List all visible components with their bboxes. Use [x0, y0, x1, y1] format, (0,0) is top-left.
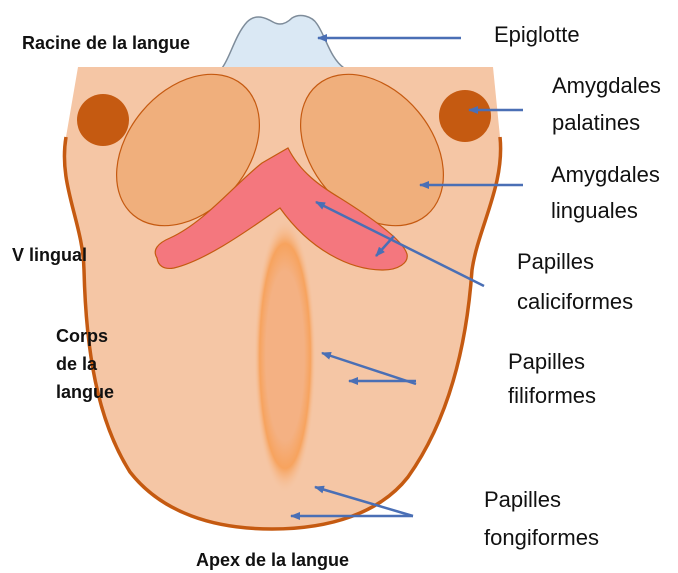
- label-corps: Corps de la langue: [56, 322, 114, 406]
- epiglottis-shape: [222, 16, 344, 68]
- label-corps-line2: de la: [56, 350, 114, 378]
- label-papilles-filiformes-line1: Papilles: [508, 345, 596, 379]
- label-apex: Apex de la langue: [196, 549, 349, 572]
- label-amygdales-palatines: Amygdales palatines: [552, 67, 661, 141]
- label-amygdales-linguales-line1: Amygdales: [551, 157, 660, 193]
- label-epiglotte: Epiglotte: [494, 21, 580, 49]
- label-papilles-caliciformes-line1: Papilles: [517, 242, 633, 282]
- label-corps-line3: langue: [56, 378, 114, 406]
- label-amygdales-palatines-line1: Amygdales: [552, 67, 661, 104]
- label-corps-line1: Corps: [56, 322, 114, 350]
- label-papilles-filiformes: Papilles filiformes: [508, 345, 596, 413]
- label-v-lingual: V lingual: [12, 244, 87, 267]
- label-racine: Racine de la langue: [22, 32, 190, 55]
- label-papilles-caliciformes-line2: caliciformes: [517, 282, 633, 322]
- label-papilles-filiformes-line2: filiformes: [508, 379, 596, 413]
- label-papilles-caliciformes: Papilles caliciformes: [517, 242, 633, 322]
- label-papilles-fongiformes: Papilles fongiformes: [484, 481, 599, 557]
- label-amygdales-linguales-line2: linguales: [551, 193, 660, 229]
- label-amygdales-palatines-line2: palatines: [552, 104, 661, 141]
- label-amygdales-linguales: Amygdales linguales: [551, 157, 660, 229]
- palatine-tonsil-left: [77, 94, 129, 146]
- label-papilles-fongiformes-line2: fongiformes: [484, 519, 599, 557]
- label-papilles-fongiformes-line1: Papilles: [484, 481, 599, 519]
- palatine-tonsil-right: [439, 90, 491, 142]
- median-groove: [254, 219, 316, 493]
